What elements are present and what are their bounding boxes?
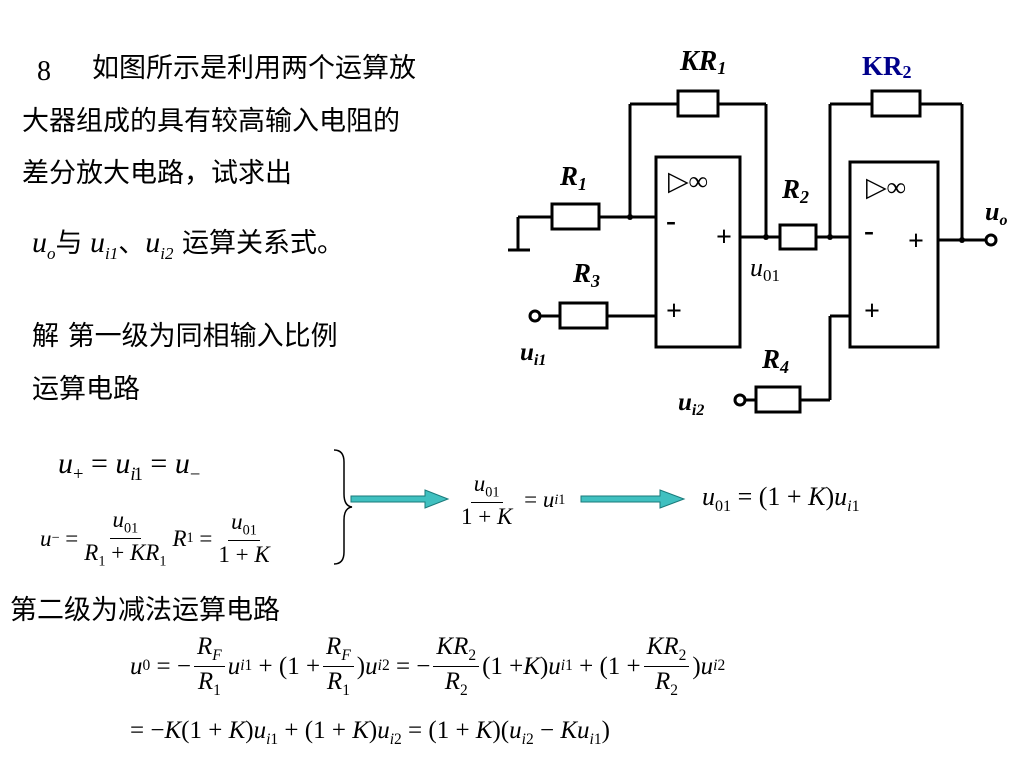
amp2-symbol: ▷∞ — [866, 172, 906, 202]
problem-line-2: 大器组成的具有较高输入电阻的 — [22, 106, 400, 137]
problem-line-3: 差分放大电路，试求出 — [22, 158, 292, 189]
arrow-1 — [350, 489, 450, 509]
r2-label: R2 — [781, 174, 809, 207]
kr2-label: KR2 — [862, 51, 912, 82]
amp1-minus: - — [666, 204, 676, 237]
r3-label: R3 — [572, 258, 600, 291]
arrow-2 — [580, 489, 686, 509]
second-stage-heading: 第二级为减法运算电路 — [10, 595, 280, 626]
amp1-plus-out: + — [716, 222, 732, 253]
equation-first-stage-result: u01 = (1 + K)ui1 — [702, 482, 860, 516]
problem-line-4: uo与 ui1、ui2 运算关系式。 — [32, 226, 345, 263]
right-brace — [333, 449, 353, 565]
r4-label: R4 — [761, 344, 789, 377]
equation-first-stage-a: u+ = ui1 = u− — [58, 447, 201, 485]
equation-second-stage-b: = −K(1 + K)ui1 + (1 + K)ui2 = (1 + K)(ui… — [130, 717, 610, 748]
u01-label: u01 — [750, 253, 780, 285]
amp2-minus: - — [864, 214, 874, 247]
r1-label: R1 — [559, 161, 587, 194]
amp2-plus-out: + — [908, 226, 924, 257]
amp2-plus-in: + — [864, 296, 880, 327]
uo-label: uo — [985, 197, 1007, 229]
ui2-label: ui2 — [678, 389, 704, 419]
solution-line-1: 解 第一级为同相输入比例 — [32, 321, 338, 352]
amp1-plus-in: + — [666, 296, 682, 327]
ui1-label: ui1 — [520, 339, 546, 369]
solution-line-2: 运算电路 — [32, 374, 140, 405]
problem-number: 8 — [37, 56, 51, 87]
circuit-diagram: KR1 KR2 R1 R2 R3 R4 ▷∞ ▷∞ - + + - + + u0… — [508, 46, 1007, 419]
kr1-label: KR1 — [679, 46, 726, 78]
amp1-symbol: ▷∞ — [668, 166, 708, 196]
problem-line-1: 如图所示是利用两个运算放 — [92, 53, 416, 84]
